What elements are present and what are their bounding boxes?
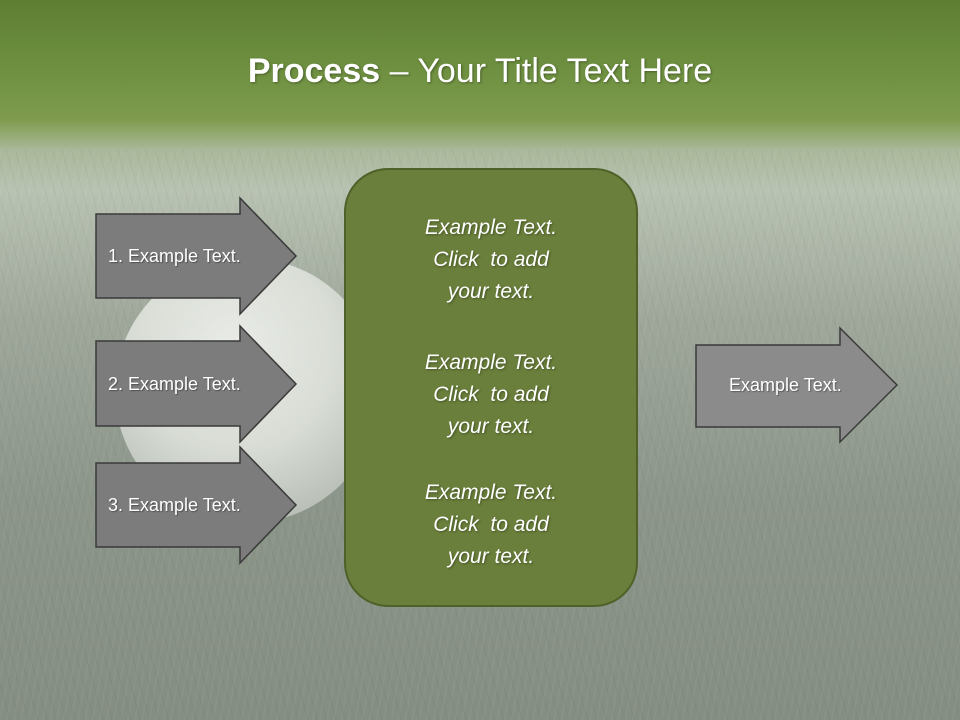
center-text-line: Click to add bbox=[433, 513, 549, 536]
center-text-line: your text. bbox=[447, 545, 535, 568]
input-arrow-1-label: 1. Example Text. bbox=[108, 246, 241, 266]
output-arrow[interactable] bbox=[695, 326, 899, 444]
center-text-line: your text. bbox=[447, 280, 535, 303]
center-text-line: Example Text. bbox=[424, 216, 558, 239]
input-arrow-1[interactable] bbox=[95, 196, 298, 316]
center-text-block-1[interactable]: Example Text. Click to add your text. bbox=[344, 212, 638, 308]
output-arrow-label: Example Text. bbox=[729, 375, 842, 395]
input-arrow-3[interactable] bbox=[95, 445, 298, 565]
center-text-line: your text. bbox=[447, 415, 535, 438]
center-text-line: Click to add bbox=[433, 383, 549, 406]
input-arrow-2[interactable] bbox=[95, 324, 298, 444]
center-text-line: Click to add bbox=[433, 248, 549, 271]
center-text-block-2[interactable]: Example Text. Click to add your text. bbox=[344, 347, 638, 443]
input-arrow-2-label: 2. Example Text. bbox=[108, 374, 241, 394]
center-text-block-3[interactable]: Example Text. Click to add your text. bbox=[344, 477, 638, 573]
title-rest-text: – Your Title Text Here bbox=[380, 52, 713, 90]
center-text-line: Example Text. bbox=[424, 481, 558, 504]
center-text-line: Example Text. bbox=[424, 351, 558, 374]
title-bold-text: Process bbox=[247, 52, 381, 90]
center-process-box[interactable] bbox=[344, 168, 638, 607]
slide-title[interactable]: Process – Your Title Text Here bbox=[0, 52, 960, 91]
input-arrow-3-label: 3. Example Text. bbox=[108, 495, 241, 515]
